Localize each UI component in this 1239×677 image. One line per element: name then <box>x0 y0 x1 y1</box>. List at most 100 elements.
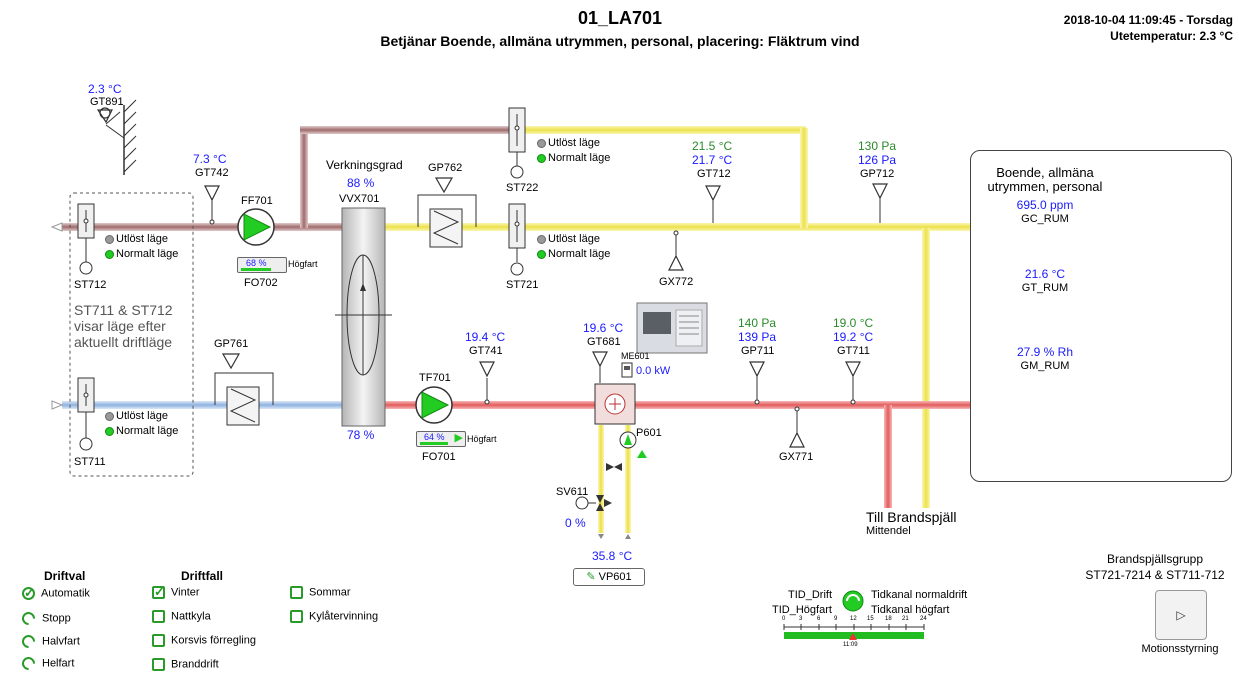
driftfall-kylatervinning[interactable]: Kylåtervinning <box>290 610 378 623</box>
room-rh-tag[interactable]: GM_RUM <box>1020 360 1070 372</box>
driftval-automatik[interactable]: Automatik <box>22 587 90 600</box>
tid-hog: Tidkanal högfart <box>871 604 950 616</box>
tf701-speed: 64 % <box>424 432 445 442</box>
gp711-tag[interactable]: GP711 <box>741 345 775 357</box>
status-dot-icon <box>105 411 114 421</box>
tid-hogfart[interactable]: TID_Högfart <box>772 604 832 616</box>
st721-status-a: Utlöst läge <box>537 233 600 245</box>
gp711-value: 139 Pa <box>738 330 777 344</box>
driftval-stopp[interactable]: Stopp <box>19 609 71 628</box>
st712-tag[interactable]: ST712 <box>74 279 107 291</box>
room-box <box>970 150 1232 482</box>
st712-status-b: Normalt läge <box>105 248 178 260</box>
driftfall-title: Driftfall <box>181 569 223 583</box>
vvx-efficiency: 88 % <box>347 176 375 190</box>
ff701-speed-bar <box>241 268 271 271</box>
checkbox-icon <box>152 610 165 623</box>
motion-button[interactable]: ▷ <box>1155 590 1207 640</box>
gt681-value: 19.6 °C <box>583 321 624 335</box>
motion-caption: Motionsstyrning <box>1141 643 1219 655</box>
room-rh-value: 27.9 % Rh <box>1016 345 1074 359</box>
gp712-value: 126 Pa <box>858 153 897 167</box>
check-circle-icon <box>22 587 35 600</box>
ff701-speed: 68 % <box>246 258 267 268</box>
power-icon <box>19 632 38 651</box>
gt712-setpoint: 21.5 °C <box>692 139 733 153</box>
driftfall-korsvis[interactable]: Korsvis förregling <box>152 634 256 647</box>
st721-status-b: Normalt läge <box>537 248 610 260</box>
st711-status-b: Normalt läge <box>105 425 178 437</box>
fo701-tag[interactable]: FO701 <box>422 451 456 463</box>
vp601-button[interactable]: ✎ VP601 <box>573 568 645 586</box>
room-temp-tag[interactable]: GT_RUM <box>1021 282 1069 294</box>
sv611-tag[interactable]: SV611 <box>556 486 589 498</box>
checkbox-icon <box>152 634 165 647</box>
tf701-speed-bar <box>420 442 448 445</box>
sv611-value: 0 % <box>565 516 586 530</box>
p601-tag[interactable]: P601 <box>636 427 662 439</box>
st711-tag[interactable]: ST711 <box>74 456 106 468</box>
driftfall-sommar[interactable]: Sommar <box>290 586 351 599</box>
gt681-tag[interactable]: GT681 <box>587 336 621 348</box>
play-icon: ▶ <box>454 432 463 444</box>
me601-value: 0.0 kW <box>636 365 671 377</box>
gp761-tag[interactable]: GP761 <box>214 338 249 350</box>
status-dot-icon <box>537 234 546 244</box>
st712-status-a: Utlöst läge <box>105 233 168 245</box>
brandgrupp-range: ST721-7214 & ST711-712 <box>1085 568 1225 582</box>
brandspjall-label: Till Brandspjäll <box>866 509 957 525</box>
status-dot-icon <box>105 234 114 244</box>
gt712-value: 21.7 °C <box>692 153 733 167</box>
ff701-tag[interactable]: FF701 <box>241 195 273 207</box>
room-co2-tag[interactable]: GC_RUM <box>1021 213 1069 225</box>
driftfall-branddrift[interactable]: Branddrift <box>152 658 219 671</box>
gp762-tag[interactable]: GP762 <box>428 162 463 174</box>
fo702-tag[interactable]: FO702 <box>244 277 278 289</box>
gt741-value: 19.4 °C <box>465 330 506 344</box>
status-dot-icon <box>537 153 546 163</box>
gp712-tag[interactable]: GP712 <box>860 168 895 180</box>
st722-status-b: Normalt läge <box>537 152 610 164</box>
tf701-speed-box[interactable]: 64 % ▶ <box>416 431 466 447</box>
room-temp-value: 21.6 °C <box>1024 267 1066 281</box>
room-co2-value: 695.0 ppm <box>1016 198 1074 212</box>
driftval-halvfart[interactable]: Halvfart <box>19 632 80 651</box>
driftval-title: Driftval <box>44 569 86 583</box>
me601-tag[interactable]: ME601 <box>621 351 650 361</box>
checkbox-icon <box>290 610 303 623</box>
driftval-helfart[interactable]: Helfart <box>19 654 74 673</box>
tid-drift[interactable]: TID_Drift <box>788 589 832 601</box>
gt891-tag[interactable]: GT891 <box>90 96 124 108</box>
tf701-tag[interactable]: TF701 <box>419 372 451 384</box>
page-subtitle: Betjänar Boende, allmäna utrymmen, perso… <box>380 33 860 49</box>
power-icon <box>19 654 38 673</box>
gt711-tag[interactable]: GT711 <box>837 345 870 357</box>
gt742-tag[interactable]: GT742 <box>195 167 229 179</box>
timeline-now: 11:09 <box>843 642 858 648</box>
pencil-icon: ✎ <box>586 571 596 583</box>
gt712-tag[interactable]: GT712 <box>697 168 731 180</box>
gx771-tag[interactable]: GX771 <box>779 451 814 463</box>
st722-tag[interactable]: ST722 <box>506 182 539 194</box>
vvx-efficiency-label: Verkningsgrad <box>326 158 403 172</box>
checkbox-icon <box>152 658 165 671</box>
ff701-speed-box[interactable]: 68 % <box>237 257 287 273</box>
page-title: 01_LA701 <box>577 8 663 28</box>
vvx-output: 78 % <box>347 428 375 442</box>
status-dot-icon <box>105 426 114 436</box>
driftfall-nattkyla[interactable]: Nattkyla <box>152 610 211 623</box>
tf701-mode: Högfart <box>467 434 497 444</box>
st721-tag[interactable]: ST721 <box>506 279 539 291</box>
vvx701-tag[interactable]: VVX701 <box>339 193 380 205</box>
driftfall-vinter[interactable]: Vinter <box>152 586 200 599</box>
gx772-tag[interactable]: GX772 <box>659 276 694 288</box>
brandgrupp-title: Brandspjällsgrupp <box>1106 552 1204 566</box>
vp601-temp: 35.8 °C <box>592 549 633 563</box>
ff701-mode: Högfart <box>288 259 318 269</box>
gt741-tag[interactable]: GT741 <box>469 345 503 357</box>
gt711-setpoint: 19.0 °C <box>833 316 874 330</box>
gt891-value: 2.3 °C <box>88 82 122 96</box>
